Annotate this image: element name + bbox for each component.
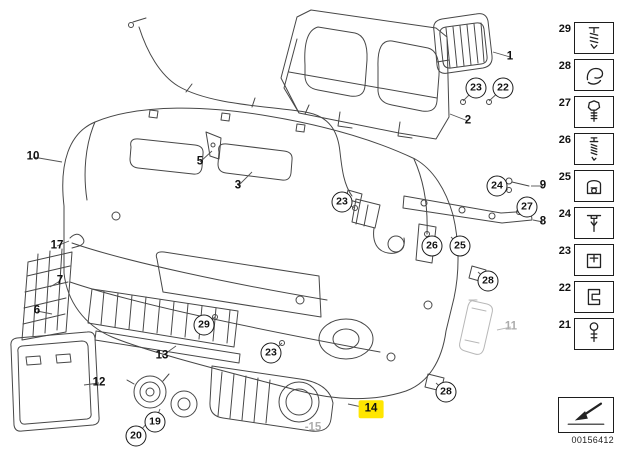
callout-25[interactable]: 25: [449, 235, 471, 257]
callout-22[interactable]: 22: [492, 77, 514, 99]
fastener-number: 26: [558, 134, 571, 146]
callout-10[interactable]: 10: [26, 150, 40, 163]
diagram-code: 00156412: [571, 435, 614, 445]
travel-direction-arrow-icon: [563, 399, 609, 432]
callout-5[interactable]: 5: [196, 155, 204, 168]
callout-23[interactable]: 23: [331, 191, 353, 213]
callout-6[interactable]: 6: [33, 304, 41, 317]
fastener-number: 29: [558, 23, 571, 35]
fastener-ref-24[interactable]: 24: [559, 207, 614, 239]
clamp-icon: [574, 281, 614, 313]
callout-29[interactable]: 29: [193, 314, 215, 336]
fastener-sidebar: 29 28 27 26 25 24 23 22 21 00156412: [558, 22, 614, 445]
callout-14[interactable]: 14: [358, 400, 384, 418]
callout-2[interactable]: 2: [464, 114, 472, 127]
callout-13[interactable]: 13: [155, 349, 169, 362]
fastener-sidebar-items: 29 28 27 26 25 24 23 22 21: [559, 22, 614, 350]
expansion-rivet-icon: [574, 207, 614, 239]
callout-1[interactable]: 1: [506, 50, 514, 63]
callout-28[interactable]: 28: [435, 381, 457, 403]
fastener-ref-26[interactable]: 26: [559, 133, 614, 165]
callout-9[interactable]: 9: [539, 179, 547, 192]
callout-20[interactable]: 20: [125, 425, 147, 447]
long-screw-icon: [574, 133, 614, 165]
callout-12[interactable]: 12: [92, 376, 106, 389]
sidebar-footer: 00156412: [558, 397, 614, 445]
fastener-number: 21: [558, 319, 571, 331]
fastener-number: 25: [558, 171, 571, 183]
callout-23[interactable]: 23: [260, 342, 282, 364]
fastener-ref-28[interactable]: 28: [559, 59, 614, 91]
fastener-number: 22: [558, 282, 571, 294]
sheet-metal-nut-icon: [574, 244, 614, 276]
fastener-number: 23: [558, 245, 571, 257]
fastener-number: 24: [558, 208, 571, 220]
fastener-ref-29[interactable]: 29: [559, 22, 614, 54]
fastener-ref-27[interactable]: 27: [559, 96, 614, 128]
fastener-number: 28: [558, 60, 571, 72]
travel-direction-box: [558, 397, 614, 433]
fastener-ref-21[interactable]: 21: [559, 318, 614, 350]
callout-26[interactable]: 26: [421, 235, 443, 257]
torx-screw-icon: [574, 318, 614, 350]
u-nut-icon: [574, 170, 614, 202]
hex-bolt-icon: [574, 96, 614, 128]
callout-28[interactable]: 28: [477, 270, 499, 292]
fastener-number: 27: [558, 97, 571, 109]
fastener-ref-25[interactable]: 25: [559, 170, 614, 202]
fastener-ref-22[interactable]: 22: [559, 281, 614, 313]
fastener-ref-23[interactable]: 23: [559, 244, 614, 276]
callout-27[interactable]: 27: [516, 196, 538, 218]
spring-clip-icon: [574, 59, 614, 91]
callout-24[interactable]: 24: [486, 175, 508, 197]
callout-19[interactable]: 19: [144, 411, 166, 433]
callout-7[interactable]: 7: [56, 274, 64, 287]
callout-15: -15: [304, 421, 322, 434]
callout-23[interactable]: 23: [465, 77, 487, 99]
screw-icon: [574, 22, 614, 54]
callout-3[interactable]: 3: [234, 179, 242, 192]
callout-8[interactable]: 8: [539, 215, 547, 228]
callout-17[interactable]: 17: [50, 239, 64, 252]
callout-11: 11: [504, 320, 518, 333]
